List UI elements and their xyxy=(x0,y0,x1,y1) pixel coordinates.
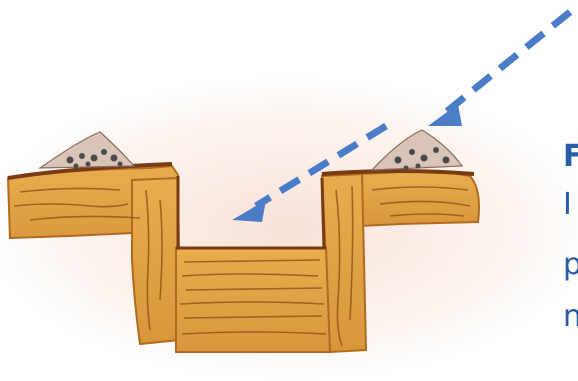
gravel-pile-left-icon xyxy=(38,131,136,169)
dashed-arrow-upper-icon xyxy=(428,9,573,126)
wood-cross-section xyxy=(6,162,480,354)
side-text-line-2: I xyxy=(563,187,572,222)
side-text-line-3: p xyxy=(563,247,578,282)
gravel-pile-right-icon xyxy=(370,129,464,171)
dashed-arrow-lower-icon xyxy=(232,123,388,222)
side-text-line-4: n xyxy=(563,299,578,334)
side-text-line-1: F xyxy=(563,139,578,174)
